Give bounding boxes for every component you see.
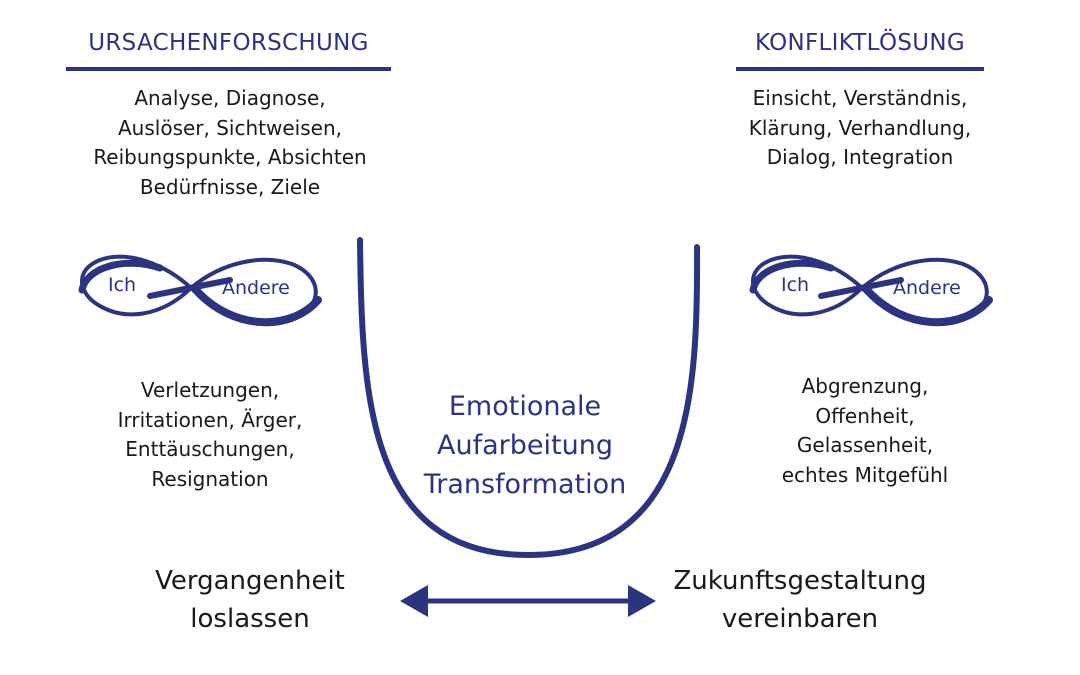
left-bottom-line: Enttäuschungen, <box>125 437 295 461</box>
left-top-list: Analyse, Diagnose, Auslöser, Sichtweisen… <box>40 84 420 202</box>
transformation-valley-curve <box>357 237 701 559</box>
right-top-line: Klärung, Verhandlung, <box>748 115 972 140</box>
right-infinity-label-andere: Andere <box>893 277 961 299</box>
left-top-line: Analyse, Diagnose, <box>134 86 326 110</box>
left-heading: URSACHENFORSCHUNG <box>88 30 369 56</box>
left-bottom-line: Resignation <box>151 466 269 491</box>
right-bottom-line: Offenheit, <box>815 403 915 428</box>
bidirectional-arrow-icon <box>400 585 656 617</box>
bottom-right-line: vereinbaren <box>721 604 879 634</box>
left-bottom-line: Verletzungen, <box>140 378 280 402</box>
right-top-line: Dialog, Integration <box>766 145 954 169</box>
center-line: Aufarbeitung <box>437 430 613 461</box>
bottom-left-label: Vergangenheit loslassen <box>120 562 380 638</box>
right-infinity-label-ich: Ich <box>781 274 809 296</box>
left-infinity-label-ich: Ich <box>108 274 136 296</box>
right-heading-underline <box>736 67 984 71</box>
right-heading: KONFLIKTLÖSUNG <box>754 30 966 56</box>
left-infinity-label-andere: Andere <box>222 277 290 299</box>
left-top-line: Bedürfnisse, Ziele <box>139 174 321 199</box>
right-top-line: Einsicht, Verständnis, <box>752 86 968 110</box>
left-heading-underline <box>66 67 391 71</box>
right-bottom-line: Abgrenzung, <box>801 374 929 398</box>
bottom-left-line: Vergangenheit <box>155 566 345 596</box>
bottom-left-line: loslassen <box>190 604 310 634</box>
right-bottom-list: Abgrenzung, Offenheit, Gelassenheit, ech… <box>735 372 995 490</box>
left-bottom-list: Verletzungen, Irritationen, Ärger, Enttä… <box>80 376 340 494</box>
right-top-list: Einsicht, Verständnis, Klärung, Verhandl… <box>700 84 1020 173</box>
center-transformation-text: Emotionale Aufarbeitung Transformation <box>390 387 660 504</box>
left-top-line: Auslöser, Sichtweisen, <box>118 115 342 140</box>
right-bottom-line: echtes Mitgefühl <box>781 462 949 487</box>
bottom-right-line: Zukunftsgestaltung <box>673 566 927 596</box>
center-line: Emotionale <box>448 391 602 422</box>
right-infinity-icon: Ich Andere <box>749 254 993 327</box>
left-bottom-line: Irritationen, Ärger, <box>117 407 303 432</box>
center-line: Transformation <box>423 469 627 500</box>
left-infinity-icon: Ich Andere <box>78 254 322 327</box>
right-bottom-line: Gelassenheit, <box>796 433 934 457</box>
bottom-right-label: Zukunftsgestaltung vereinbaren <box>650 562 950 638</box>
left-top-line: Reibungspunkte, Absichten <box>93 145 367 169</box>
